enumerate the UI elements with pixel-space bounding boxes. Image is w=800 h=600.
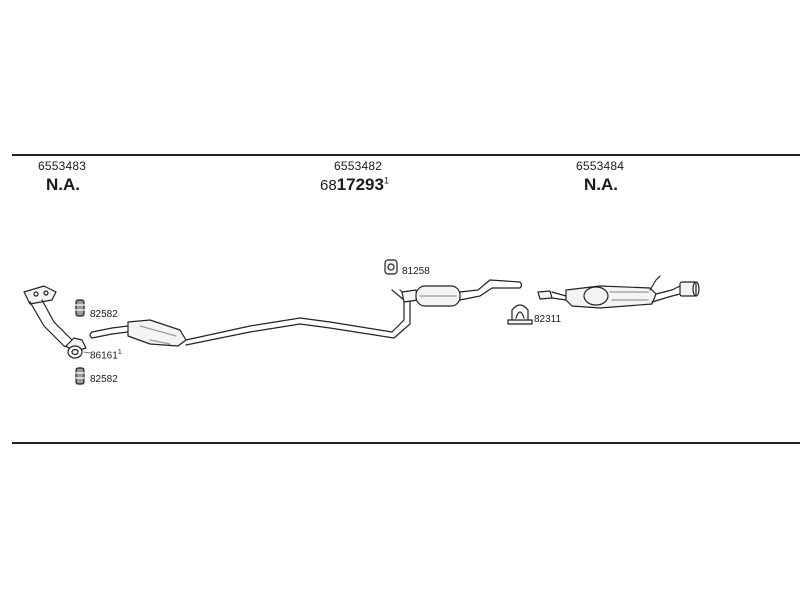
rear-silencer [537, 275, 700, 309]
part-number-front: 6553483 [38, 159, 87, 173]
code-middle: 68172931 [320, 175, 389, 195]
mount-82582-bottom [75, 367, 85, 385]
bottom-divider [12, 442, 800, 444]
centre-silencer [401, 279, 523, 307]
code-middle-main: 17293 [336, 175, 384, 194]
code-rear-text: N.A. [584, 175, 618, 194]
code-middle-superscript: 1 [383, 175, 389, 186]
label-86161-text: 86161 [90, 350, 118, 362]
section-rear: 6553484 N.A. [576, 159, 624, 195]
label-82311: 82311 [534, 314, 562, 325]
label-82582-bottom: 82582 [90, 374, 118, 385]
label-82582-top: 82582 [90, 309, 118, 320]
code-rear: N.A. [584, 175, 624, 195]
code-middle-prefix: 68 [320, 177, 337, 194]
label-86161: 861611 [90, 349, 122, 361]
code-front-text: N.A. [46, 175, 80, 194]
section-front: 6553483 N.A. [38, 159, 86, 195]
leader-lines [83, 351, 91, 354]
section-middle: 6553482 68172931 [320, 159, 389, 195]
gasket-86161 [67, 345, 83, 359]
mount-82582-top [75, 299, 85, 317]
code-front: N.A. [46, 175, 86, 195]
clamp-82311 [507, 304, 533, 325]
label-81258: 81258 [402, 266, 430, 277]
top-divider [12, 154, 800, 156]
front-pipe [23, 285, 87, 353]
middle-pipe [89, 289, 411, 347]
hanger-81258 [384, 259, 398, 275]
part-number-rear: 6553484 [576, 159, 625, 173]
part-number-middle: 6553482 [334, 159, 383, 173]
label-86161-superscript: 1 [117, 349, 122, 356]
